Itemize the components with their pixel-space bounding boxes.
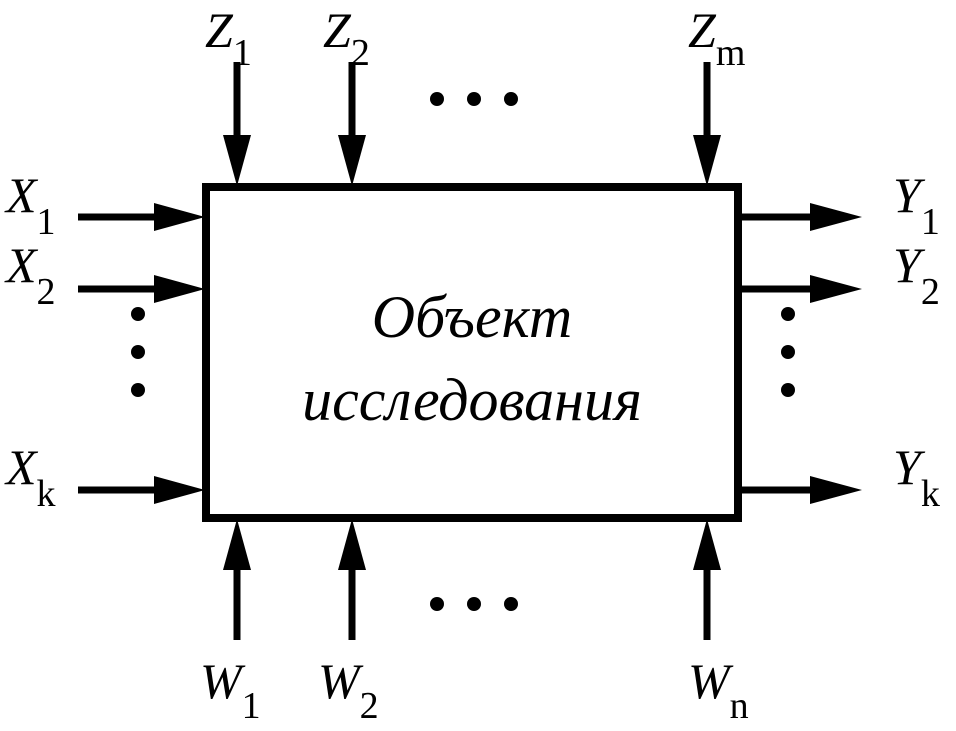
label-w2: W2 — [318, 653, 379, 726]
label-zm: Zm — [688, 2, 745, 74]
label-y2: Y2 — [893, 237, 940, 313]
object-box — [202, 183, 742, 522]
label-z1: Z1 — [205, 2, 252, 74]
arrow-zm — [693, 62, 721, 186]
arrow-w2 — [338, 519, 366, 640]
arrow-yk — [738, 476, 862, 504]
label-x1: X1 — [4, 167, 56, 243]
label-x2: X2 — [4, 237, 56, 313]
arrow-wn — [693, 519, 721, 640]
arrow-x1 — [78, 203, 205, 231]
arrow-w1 — [223, 519, 251, 640]
top-ellipsis — [430, 92, 518, 106]
arrow-y2 — [738, 275, 862, 303]
object-title-line2: исследования — [302, 367, 642, 433]
left-ellipsis — [131, 307, 145, 397]
arrow-z2 — [338, 62, 366, 186]
arrow-xk — [78, 476, 205, 504]
arrow-z1 — [223, 62, 251, 186]
bottom-ellipsis — [430, 597, 518, 611]
object-title-line1: Объект — [372, 284, 572, 350]
label-w1: W1 — [200, 653, 261, 726]
label-z2: Z2 — [323, 2, 370, 74]
right-ellipsis — [781, 307, 795, 397]
label-yk: Yk — [893, 439, 940, 515]
arrow-x2 — [78, 275, 205, 303]
label-y1: Y1 — [893, 167, 940, 243]
label-wn: Wn — [688, 653, 749, 726]
label-xk: Xk — [4, 439, 56, 515]
arrow-y1 — [738, 203, 862, 231]
